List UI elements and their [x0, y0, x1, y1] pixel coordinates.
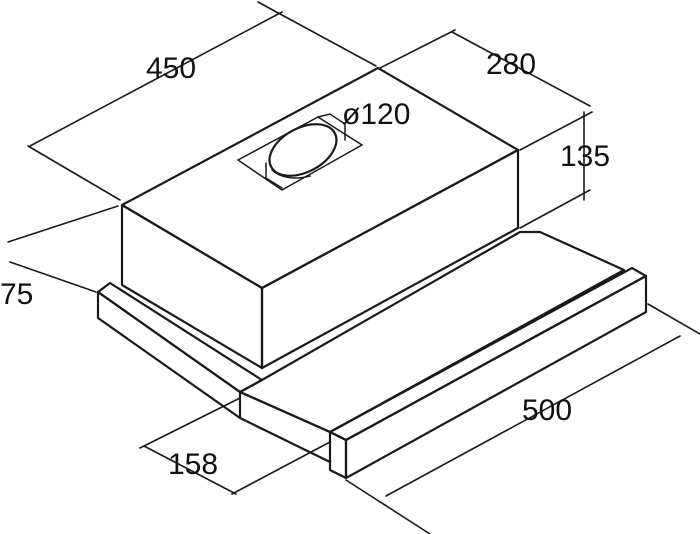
- dim-75-bottom: [9, 261, 97, 293]
- dim-label-500: 500: [522, 394, 572, 427]
- dimension-lines: [7, 1, 700, 534]
- dim-label-450: 450: [146, 52, 196, 85]
- dim-280-ext-right: [519, 111, 593, 151]
- hood-body: [120, 66, 520, 370]
- dim-500-line: [385, 335, 681, 497]
- dim-500-ext-right: [647, 303, 700, 335]
- duct-side-right: [317, 113, 346, 141]
- dim-280-ext-left: [379, 29, 456, 69]
- hood-front-face: [120, 203, 264, 370]
- visor-front: [344, 274, 648, 480]
- dim-500-ext-left: [345, 479, 431, 534]
- dim-450-line: [29, 11, 283, 147]
- dim-158-upper: [139, 397, 241, 449]
- dim-label-158: 158: [168, 448, 218, 481]
- duct-opening-icon: [268, 123, 338, 177]
- base-seam: [238, 390, 332, 434]
- hood-top-face: [120, 66, 520, 290]
- dim-450-ext-left: [27, 145, 121, 201]
- visor-end: [328, 430, 348, 480]
- dim-280-line: [451, 31, 591, 107]
- dim-75-top: [7, 205, 119, 243]
- duct-collar: [236, 113, 364, 191]
- hood-base: [96, 230, 626, 464]
- dim-label-280: 280: [486, 48, 536, 81]
- dim-158-line: [143, 445, 237, 495]
- dim-135-ext: [519, 189, 591, 229]
- dim-label-duct: ø120: [342, 98, 410, 131]
- dim-label-75: 75: [0, 278, 33, 311]
- visor-top: [328, 266, 648, 442]
- duct-side-left: [265, 162, 283, 189]
- duct-inner-shadow: [271, 169, 311, 179]
- visor: [328, 266, 648, 480]
- base-bottom-edge: [238, 416, 332, 464]
- dim-158-lower: [231, 441, 331, 495]
- dim-label-135: 135: [560, 140, 610, 173]
- dim-450-ext-right: [257, 1, 377, 67]
- base-front-left: [96, 290, 242, 420]
- hood-right-face: [260, 148, 520, 370]
